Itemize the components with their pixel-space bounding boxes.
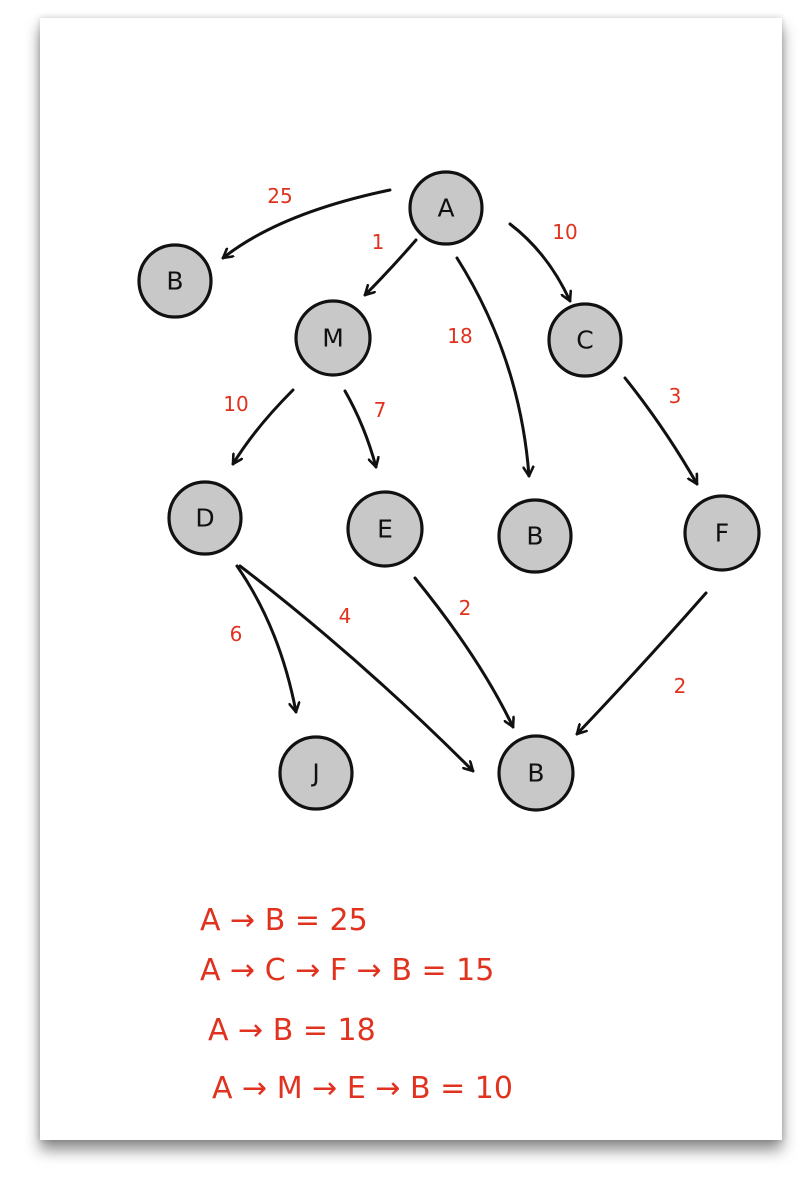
edge-a-b2: 18	[447, 256, 529, 478]
node-label: D	[195, 504, 214, 533]
edge-e-b3: 2	[413, 576, 513, 729]
node-a: A	[408, 170, 484, 246]
node-label: B	[527, 759, 544, 788]
edge-a-m: 1	[363, 230, 418, 297]
edge-weight-a-b2: 18	[447, 324, 472, 348]
edge-a-b1: 25	[221, 184, 392, 260]
edge-weight-d-b3: 4	[339, 604, 352, 628]
node-label: F	[715, 519, 729, 548]
edge-weight-e-b3: 2	[459, 596, 472, 620]
edge-a-c: 10	[508, 220, 578, 303]
graph-diagram: 25 1 18 10 10 7	[137, 170, 761, 1106]
node-label: A	[437, 194, 454, 223]
node-label: M	[322, 324, 344, 353]
node-d: D	[167, 480, 243, 556]
node-b2: B	[497, 498, 573, 574]
node-m: M	[294, 299, 372, 377]
edge-m-e: 7	[343, 389, 387, 469]
path-summary-3: A → B = 18	[208, 1013, 376, 1048]
edge-weight-a-m: 1	[372, 230, 385, 254]
edge-weight-m-d: 10	[223, 392, 248, 416]
path-summary-4: A → M → E → B = 10	[212, 1071, 513, 1106]
edge-weight-f-b3: 2	[674, 674, 687, 698]
node-b3: B	[497, 734, 575, 812]
node-label: E	[377, 515, 393, 544]
node-e: E	[346, 490, 424, 568]
node-j: J	[278, 735, 354, 811]
edge-d-b3: 4	[238, 564, 475, 773]
node-c: C	[547, 302, 623, 378]
node-label: C	[576, 326, 593, 355]
edge-c-f: 3	[623, 376, 699, 486]
node-label: B	[526, 522, 543, 551]
diagram-card: 25 1 18 10 10 7	[40, 18, 782, 1140]
edge-weight-a-b1: 25	[267, 184, 292, 208]
node-label: J	[310, 759, 319, 788]
edge-weight-m-e: 7	[374, 398, 387, 422]
node-label: B	[166, 267, 183, 296]
edge-weight-c-f: 3	[669, 384, 682, 408]
edge-m-d: 10	[223, 388, 295, 466]
path-summary-2: A → C → F → B = 15	[200, 953, 494, 988]
edge-weight-a-c: 10	[552, 220, 577, 244]
edge-d-j: 6	[230, 564, 296, 714]
node-b1: B	[137, 243, 213, 319]
node-f: F	[683, 494, 761, 572]
path-summary-1: A → B = 25	[200, 903, 368, 938]
path-summaries: A → B = 25 A → C → F → B = 15 A → B = 18…	[200, 903, 513, 1106]
edge-weight-d-j: 6	[230, 622, 243, 646]
edge-f-b3: 2	[575, 591, 708, 736]
